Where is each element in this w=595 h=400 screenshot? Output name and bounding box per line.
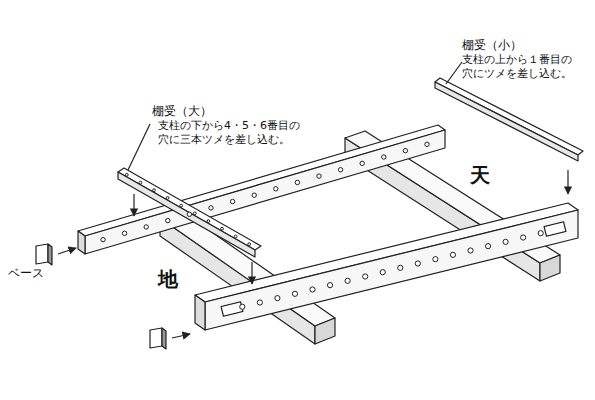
rail-hole (310, 287, 315, 292)
base-cap (162, 328, 166, 349)
rail-hole (101, 238, 105, 242)
small-bracket (435, 82, 578, 161)
rail-hole (415, 261, 420, 266)
rail-hole (180, 204, 183, 207)
rail-hole (252, 193, 256, 197)
instruction-note: 支柱の上から１番目の 穴にツメを差し込む。 (462, 53, 590, 82)
rail-hole (207, 220, 210, 223)
instruction-note: 支柱の下から4・5・6番目の 穴に三本ツメを差し込む。 (158, 119, 312, 148)
rail-hole (257, 300, 262, 305)
rail-hole (209, 206, 213, 210)
rail-hole (338, 168, 342, 172)
rail-hole (187, 212, 191, 216)
insert-arrow (251, 262, 252, 284)
leader-line (128, 124, 150, 170)
insert-arrow (133, 194, 134, 216)
leader-line (446, 62, 462, 84)
rail-hole (248, 243, 251, 246)
part-name: ベース (8, 266, 44, 282)
insert-arrow (172, 334, 190, 338)
part-name: 棚受（小） (462, 38, 522, 54)
rail-hole (403, 148, 407, 152)
rail-hole (485, 244, 490, 249)
direction-label: 天 (470, 162, 490, 188)
rail-hole (139, 181, 142, 184)
rail-hole (360, 161, 364, 165)
rail-hole (327, 283, 332, 288)
insert-arrow (567, 170, 568, 194)
rail-slot (544, 222, 566, 237)
rail-hole (275, 296, 280, 301)
rail-hole (153, 189, 156, 192)
rail-hole (166, 218, 170, 222)
rail-hole (345, 278, 350, 283)
rail-hole (292, 291, 297, 296)
rail-hole (450, 252, 455, 257)
base-cap (48, 244, 52, 265)
rail-hole (538, 231, 543, 236)
back-rail-end (78, 231, 85, 254)
rail-hole (468, 248, 473, 253)
rail-hole (122, 231, 126, 235)
rail-hole (317, 174, 321, 178)
rail-hole (234, 235, 237, 238)
rail-hole (274, 187, 278, 191)
insert-arrow (58, 248, 76, 254)
rail-hole (380, 270, 385, 275)
back-rail (85, 130, 445, 254)
part-name: 棚受（大） (152, 104, 212, 120)
rail-hole (230, 199, 234, 203)
rail-hole (425, 142, 429, 146)
small-bracket (435, 78, 583, 155)
large-bracket (118, 172, 255, 257)
front-rail (205, 210, 578, 330)
rail-hole (144, 225, 148, 229)
base-cap (36, 244, 48, 264)
rail-hole (221, 227, 224, 230)
rail-hole (166, 197, 169, 200)
rail-slot (221, 302, 243, 317)
rail-hole (382, 155, 386, 159)
rail-hole (240, 304, 245, 309)
base-cap (150, 328, 162, 348)
wood-post-end (315, 318, 335, 344)
wood-post-end (540, 255, 560, 281)
rail-hole (295, 180, 299, 184)
rail-hole (503, 239, 508, 244)
rail-hole (398, 265, 403, 270)
rail-holes (101, 142, 544, 309)
large-bracket (118, 168, 261, 250)
front-rail-end (195, 295, 205, 330)
direction-label: 地 (158, 266, 178, 292)
rail-hole (125, 173, 128, 176)
rail-hole (193, 212, 196, 215)
rail-hole (433, 257, 438, 262)
rail-hole (521, 235, 526, 240)
rail-hole (363, 274, 368, 279)
